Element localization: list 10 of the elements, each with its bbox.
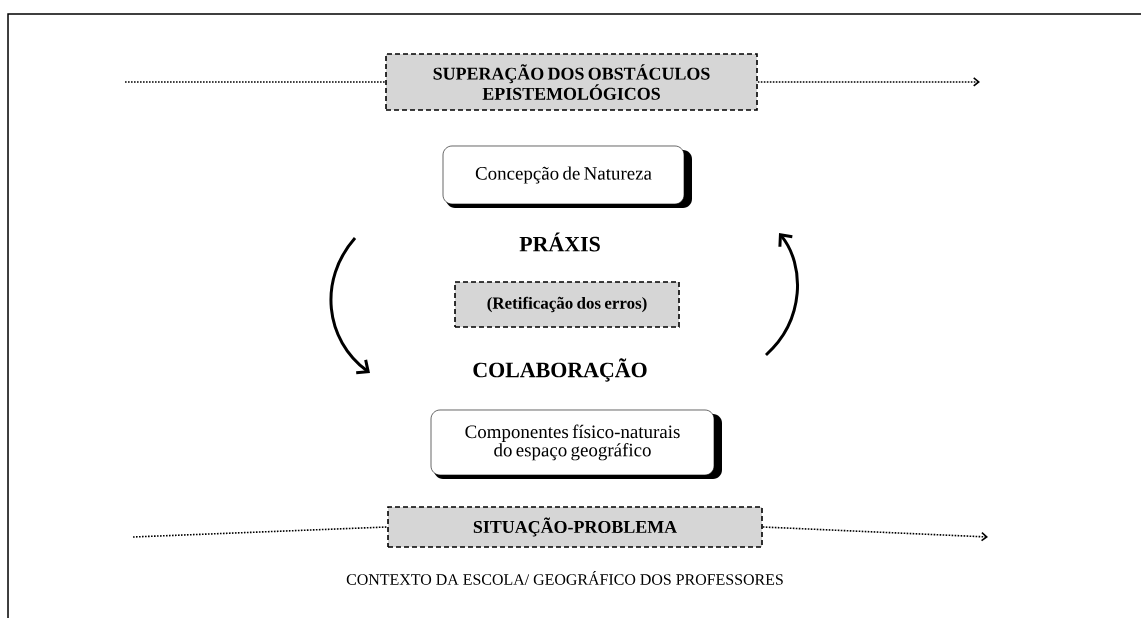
label-text: COLABORAÇÃO: [473, 358, 647, 382]
dashed-box: SITUAÇÃO-PROBLEMA: [387, 506, 763, 548]
rounded-box: Componentes físico-naturais do espaço geográfico: [430, 409, 722, 479]
dashed-box: (Retificação dos erros): [454, 281, 680, 328]
dotted-arrow: [762, 526, 988, 542]
label-text: PRÁXIS: [519, 232, 600, 252]
dashed-box: SUPERAÇÃO DOS OBSTÁCULOS EPISTEMOLÓGICOS: [385, 53, 758, 111]
dotted-arrow: [757, 77, 980, 87]
label-text: CONTEXTO DA ESCOLA/ GEOGRÁFICO DOS PROFESSORES: [346, 571, 783, 585]
rounded-box: Concepção de Natureza: [442, 145, 692, 208]
